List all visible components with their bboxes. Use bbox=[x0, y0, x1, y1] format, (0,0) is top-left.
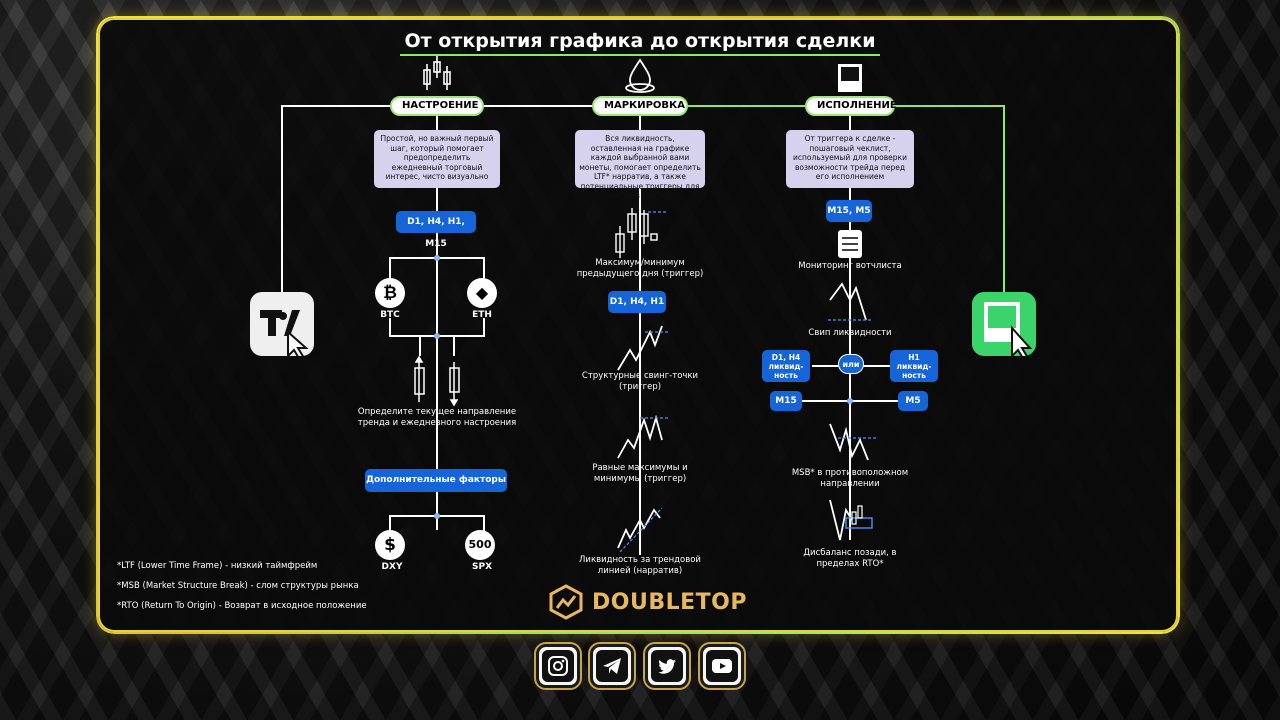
spx-icon: 500 bbox=[465, 530, 495, 560]
trend-label: Определите текущее направление тренда и … bbox=[357, 407, 517, 428]
doubletop-logo-icon bbox=[549, 584, 583, 620]
btc-icon: ₿ bbox=[375, 278, 405, 308]
telegram-button[interactable] bbox=[590, 644, 634, 688]
page-title: От открытия графика до открытия сделки bbox=[404, 30, 876, 52]
execution-step3: MSB* в противоположном направлении bbox=[791, 468, 909, 489]
header-marking: МАРКИРОВКА bbox=[592, 96, 688, 116]
header-mood: НАСТРОЕНИЕ bbox=[390, 96, 484, 116]
marking-step2: Структурные свинг-точки (триггер) bbox=[581, 371, 699, 392]
dxy-icon: $ bbox=[375, 530, 405, 560]
h1-liquidity-box: H1 ликвид-ность bbox=[890, 350, 938, 382]
mood-timeframes: D1, H4, H1, M15 bbox=[396, 211, 476, 249]
tradingview-logo-icon bbox=[260, 310, 309, 362]
marking-timeframes: D1, H4, H1 bbox=[608, 291, 666, 313]
mood-description: Простой, но важный первый шаг, который п… bbox=[374, 130, 500, 188]
execution-step1: Мониторинг вотчлиста bbox=[798, 261, 902, 271]
instagram-button[interactable] bbox=[536, 644, 580, 688]
execution-step2: Свип ликвидности bbox=[808, 328, 892, 338]
eth-label: ETH bbox=[472, 310, 492, 320]
telegram-icon bbox=[603, 658, 621, 674]
execution-description: От триггера к сделке - пошаговый чеклист… bbox=[786, 130, 914, 188]
marking-description: Вся ликвидность, оставленная на графике … bbox=[575, 130, 705, 200]
dxy-label: DXY bbox=[381, 562, 403, 572]
m5-box: M5 bbox=[898, 391, 928, 411]
footnote-ltf: *LTF (Lower Time Frame) - низкий таймфре… bbox=[117, 561, 318, 571]
spx-label: SPX bbox=[471, 562, 493, 572]
marking-step3: Равные максимумы и минимумы (триггер) bbox=[592, 463, 688, 484]
eth-icon: ◆ bbox=[467, 278, 497, 308]
execution-app-icon[interactable] bbox=[972, 292, 1036, 362]
twitter-icon bbox=[658, 659, 676, 674]
marking-step1: Максимум/минимум предыдущего дня (тригге… bbox=[576, 258, 704, 279]
youtube-button[interactable] bbox=[700, 644, 744, 688]
m15-box: M15 bbox=[770, 391, 802, 411]
d1-h4-liquidity-box: D1, H4 ликвид-ность bbox=[762, 350, 810, 382]
footnote-rto: *RTO (Return To Origin) - Возврат в исхо… bbox=[117, 601, 367, 611]
brand-logo: DOUBLETOP bbox=[548, 584, 747, 620]
twitter-button[interactable] bbox=[645, 644, 689, 688]
instagram-icon bbox=[548, 656, 568, 676]
btc-label: BTC bbox=[380, 310, 400, 320]
header-execution: ИСПОЛНЕНИЕ bbox=[805, 96, 897, 116]
footnote-msb: *MSB (Market Structure Break) - слом стр… bbox=[117, 581, 359, 591]
execution-step4: Дисбаланс позади, в пределах RTO* bbox=[803, 548, 897, 569]
or-badge: или bbox=[838, 354, 864, 374]
marking-step4: Ликвидность за трендовой линией (наррати… bbox=[579, 555, 701, 576]
cursor-icon bbox=[984, 302, 1033, 362]
extra-factors-button: Дополнительные факторы bbox=[365, 469, 507, 492]
youtube-icon bbox=[712, 659, 732, 673]
tradingview-icon[interactable] bbox=[250, 292, 314, 362]
brand-name: DOUBLETOP bbox=[592, 589, 747, 615]
execution-timeframes: M15, M5 bbox=[826, 200, 872, 222]
